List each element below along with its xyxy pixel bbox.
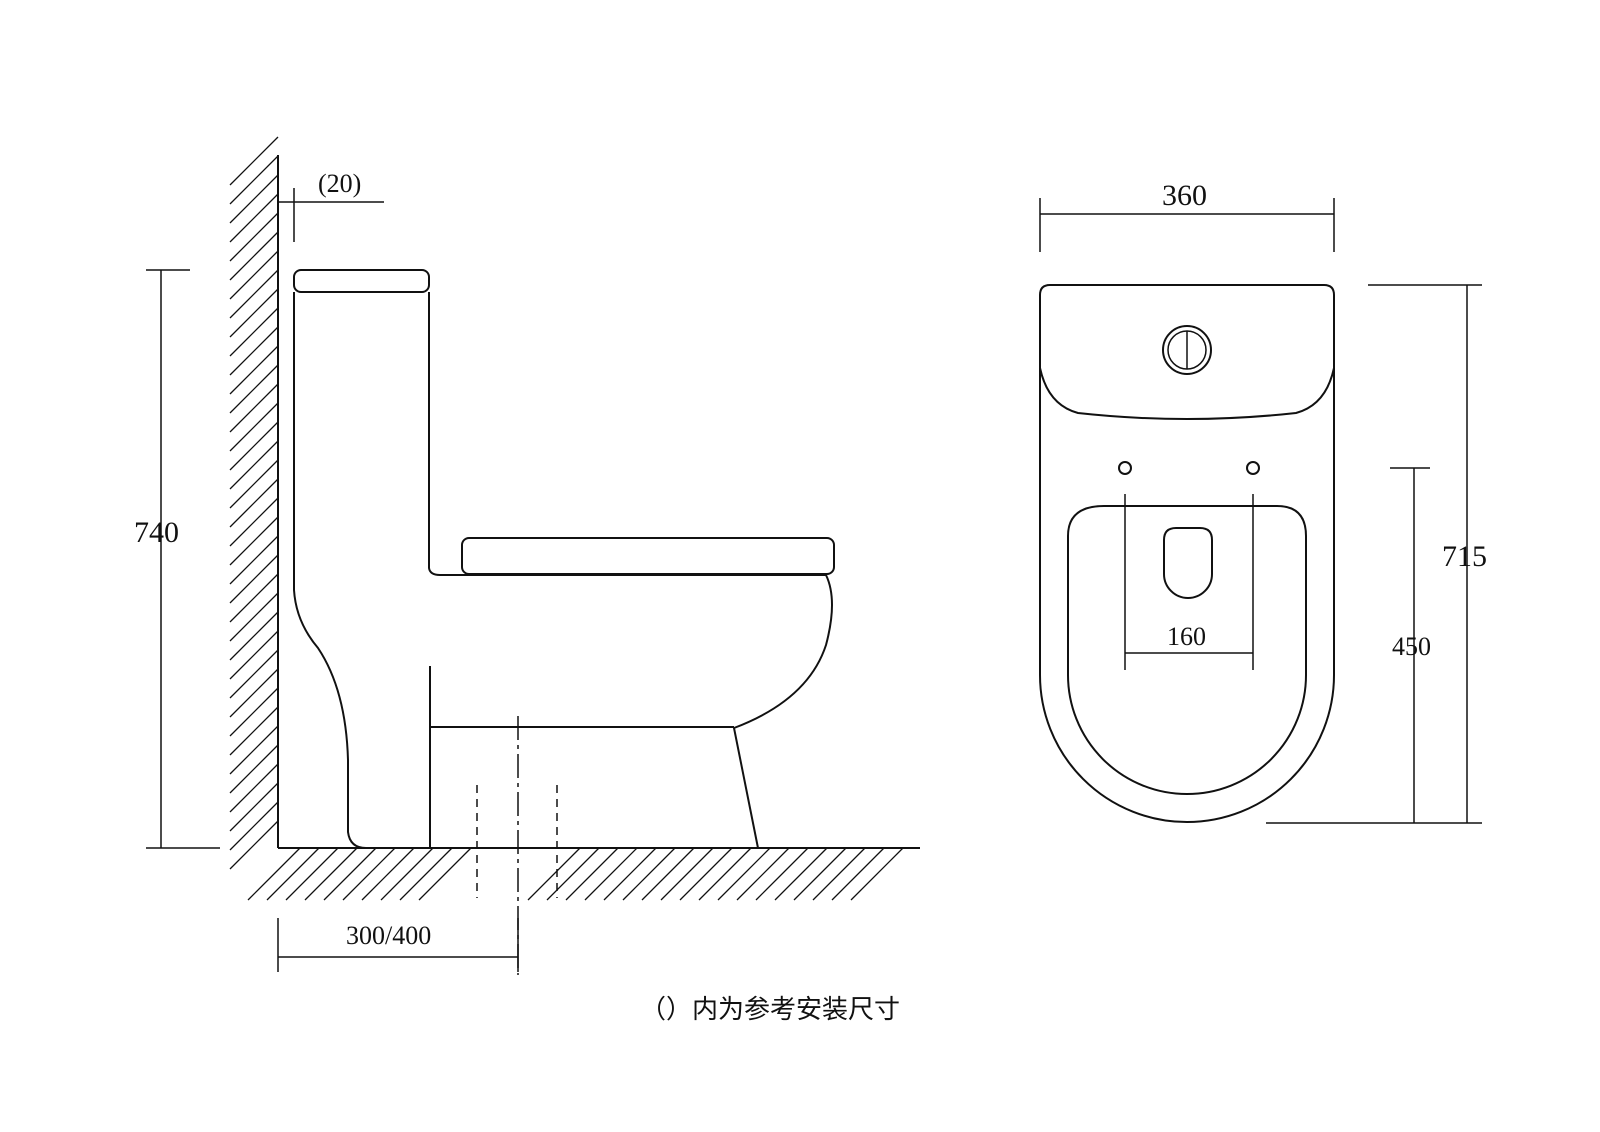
top-view: 360 160 715 450 xyxy=(1039,179,1487,824)
hatch-line xyxy=(229,744,279,794)
hatch-line xyxy=(229,554,279,604)
hatch-line xyxy=(361,847,415,901)
hatch-line xyxy=(229,136,279,186)
hatch-line xyxy=(229,383,279,433)
flush-button-outer xyxy=(1162,325,1212,375)
wall-gap-label: (20) xyxy=(318,169,361,198)
hole-spacing-label: 160 xyxy=(1167,622,1206,651)
hatch-line xyxy=(229,630,279,680)
hatch-line xyxy=(812,847,866,901)
hatch-line xyxy=(229,193,279,243)
hatch-line xyxy=(229,269,279,319)
hatch-line xyxy=(229,345,279,395)
hatch-line xyxy=(229,212,279,262)
hatch-line xyxy=(229,421,279,471)
hatch-line xyxy=(622,847,676,901)
hatch-line xyxy=(717,847,771,901)
tank-lid xyxy=(293,269,430,293)
hatch-line xyxy=(736,847,790,901)
hatch-line xyxy=(698,847,752,901)
top-outer-outline xyxy=(1039,284,1335,823)
hatch-line xyxy=(831,847,885,901)
floor-hatching xyxy=(247,847,904,901)
height-label: 740 xyxy=(134,516,179,549)
hatch-line xyxy=(774,847,828,901)
seat-hole-left xyxy=(1118,461,1132,475)
hatch-line xyxy=(399,847,453,901)
hatch-line xyxy=(229,801,279,851)
hatch-line xyxy=(229,459,279,509)
hatch-line xyxy=(755,847,809,901)
bowl-opening xyxy=(1163,527,1213,599)
hatch-line xyxy=(229,706,279,756)
hatch-line xyxy=(229,364,279,414)
hatch-line xyxy=(229,611,279,661)
width-label: 360 xyxy=(1162,179,1207,212)
toilet-body-outline xyxy=(293,292,833,849)
hatch-line xyxy=(229,497,279,547)
hatch-line xyxy=(247,847,301,901)
seat-hole-right xyxy=(1246,461,1260,475)
hatch-line xyxy=(603,847,657,901)
hatch-line xyxy=(229,440,279,490)
hatch-line xyxy=(850,847,904,901)
hatch-line xyxy=(229,250,279,300)
rough-in-label: 300/400 xyxy=(346,921,431,950)
seat-lid-outline xyxy=(1067,505,1307,795)
hatch-line xyxy=(229,782,279,832)
hatch-line xyxy=(679,847,733,901)
hatch-line xyxy=(229,231,279,281)
hatch-line xyxy=(229,668,279,718)
side-view: (20) 740 300/400 xyxy=(134,136,920,975)
hatch-line xyxy=(229,763,279,813)
hatch-line xyxy=(229,592,279,642)
hatch-line xyxy=(584,847,638,901)
hatch-line xyxy=(229,288,279,338)
hatch-line xyxy=(229,155,279,205)
hatch-line xyxy=(527,847,581,901)
wall-hatching xyxy=(229,136,279,870)
hatch-line xyxy=(229,402,279,452)
hatch-line xyxy=(380,847,434,901)
hatch-line xyxy=(229,326,279,376)
hatch-line xyxy=(229,478,279,528)
hatch-line xyxy=(229,649,279,699)
hatch-line xyxy=(418,847,472,901)
hatch-line xyxy=(229,820,279,870)
hatch-line xyxy=(285,847,339,901)
hatch-line xyxy=(229,174,279,224)
hatch-line xyxy=(660,847,714,901)
hatch-line xyxy=(229,687,279,737)
hatch-line xyxy=(229,535,279,585)
depth-label: 715 xyxy=(1442,540,1487,573)
installation-note: （）内为参考安装尺寸 xyxy=(640,995,900,1025)
hatch-line xyxy=(565,847,619,901)
tank-front-edge xyxy=(1039,367,1335,420)
hatch-line xyxy=(229,725,279,775)
hatch-line xyxy=(793,847,847,901)
hatch-line xyxy=(323,847,377,901)
hatch-line xyxy=(546,847,600,901)
toilet-seat xyxy=(461,537,835,575)
hatch-line xyxy=(342,847,396,901)
mount-depth-label: 450 xyxy=(1392,632,1431,661)
hatch-line xyxy=(266,847,320,901)
hatch-line xyxy=(304,847,358,901)
hatch-line xyxy=(641,847,695,901)
hatch-line xyxy=(229,573,279,623)
hatch-line xyxy=(229,307,279,357)
hatch-line xyxy=(229,516,279,566)
